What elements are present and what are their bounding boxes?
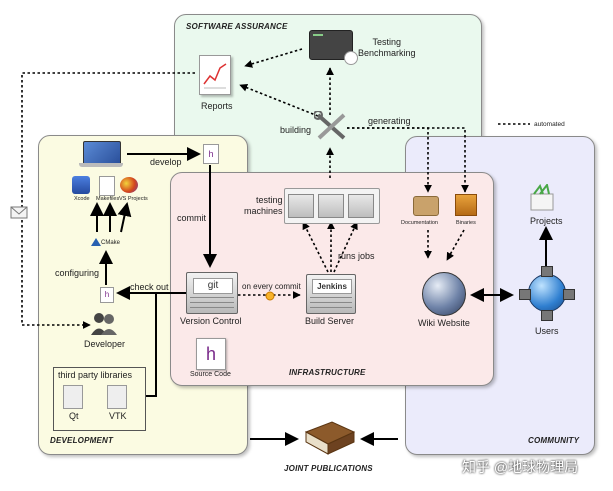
benchmark-monitor-icon (309, 30, 358, 65)
reports-document-icon (199, 55, 231, 95)
documentation-label: Documentation (401, 220, 438, 226)
third-party-label: third party libraries (58, 370, 133, 380)
user-node-icon-2 (519, 289, 531, 300)
development-title: DEVELOPMENT (50, 436, 114, 445)
jenkins-server-icon: Jenkins (306, 274, 356, 314)
user-node-icon-3 (563, 289, 575, 300)
building-label: building (280, 125, 312, 135)
community-title: COMMUNITY (528, 436, 580, 445)
makefiles-icon (99, 176, 115, 196)
makefiles-label: Makefiles (96, 196, 120, 202)
cmake-icon (91, 238, 101, 246)
linux-machine-icon (318, 194, 344, 218)
binaries-box-icon (455, 194, 477, 216)
xcode-label: Xcode (74, 196, 90, 202)
develop-label: develop (150, 157, 182, 167)
build-server-label: Build Server (305, 316, 355, 326)
git-server-icon: git (186, 272, 238, 314)
commit-label: commit (177, 213, 206, 223)
check-out-label: check out (130, 282, 169, 292)
cmake-label: CMake (101, 240, 121, 246)
documentation-book-icon (413, 196, 439, 216)
binaries-label: Binaries (456, 220, 476, 226)
vtk-file-icon (107, 385, 127, 409)
automated-legend-label: automated (534, 121, 565, 128)
git-logo-text: git (207, 280, 219, 291)
wiki-globe-icon (422, 272, 466, 316)
on-every-commit-label: on every commit (242, 282, 301, 291)
source-code-label: Source Code (190, 371, 231, 378)
wiki-website-label: Wiki Website (418, 318, 470, 328)
generating-label: generating (368, 116, 411, 126)
source-file-icon-mid: h (100, 287, 114, 303)
laptop-icon (79, 141, 123, 168)
mac-machine-icon (288, 194, 314, 218)
users-globe-icon (528, 274, 566, 312)
vtk-label: VTK (109, 411, 127, 421)
qt-label: Qt (69, 411, 79, 421)
publications-book-icon (302, 418, 358, 458)
joint-publications-title: JOINT PUBLICATIONS (284, 464, 373, 473)
version-control-label: Version Control (180, 316, 242, 326)
vs-projects-icon (120, 177, 138, 193)
source-file-icon-top: h (203, 144, 219, 164)
developer-icon (90, 312, 118, 336)
user-node-icon-1 (541, 266, 553, 277)
xcode-icon (72, 176, 90, 194)
qt-file-icon (63, 385, 83, 409)
configuring-label: configuring (55, 268, 100, 278)
runs-jobs-label: runs jobs (338, 251, 375, 261)
jenkins-logo-text: Jenkins (317, 282, 347, 291)
software-assurance-title: SOFTWARE ASSURANCE (186, 22, 288, 31)
projects-icon (528, 182, 558, 212)
users-label: Users (535, 326, 559, 336)
projects-label: Projects (530, 216, 563, 226)
build-tools-icon (313, 110, 348, 141)
testing-machines-label: testing machines (244, 195, 283, 216)
source-code-icon: h (196, 338, 226, 370)
vs-projects-label: VS Projects (119, 196, 148, 202)
mail-icon (10, 206, 28, 219)
watermark-text: 知乎 @地球物理局 (462, 459, 579, 475)
developer-label: Developer (84, 339, 126, 349)
infrastructure-title: INFRASTRUCTURE (289, 368, 366, 377)
reports-label: Reports (201, 101, 233, 111)
testing-benchmarking-label: Testing Benchmarking (358, 37, 416, 58)
user-node-icon-4 (541, 310, 553, 321)
windows-machine-icon (348, 194, 374, 218)
